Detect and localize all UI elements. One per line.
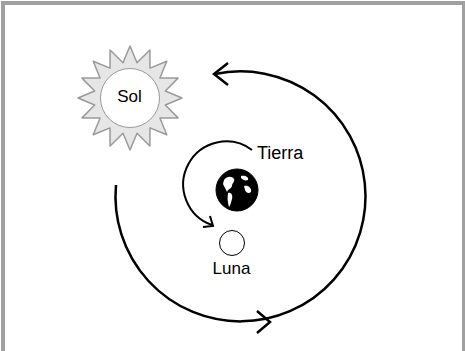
sun-circle: Sol (100, 68, 160, 128)
node-label: Tierra (257, 144, 303, 164)
arrowhead (203, 216, 213, 227)
arrowhead (257, 311, 270, 333)
earth-shape (215, 168, 259, 212)
arrowhead (214, 63, 228, 85)
sun-rays (78, 46, 182, 150)
earth-globe: Tierra (215, 168, 259, 212)
moon-circle: Luna (219, 230, 245, 256)
node-text: Sol (117, 88, 142, 107)
node-label: Luna (213, 260, 251, 279)
